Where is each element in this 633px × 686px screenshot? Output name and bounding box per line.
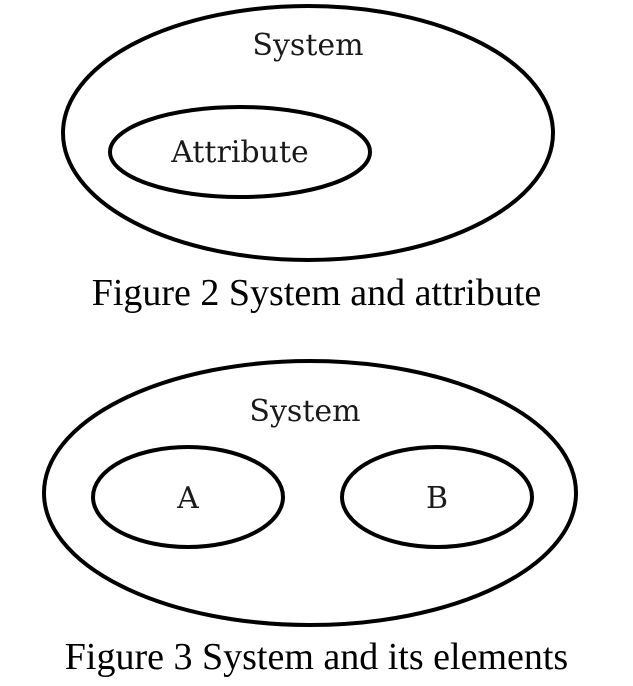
- figure-2-diagram: System Attribute: [61, 4, 555, 262]
- figure-3-caption: Figure 3 System and its elements: [64, 636, 569, 678]
- system-ellipse: [42, 359, 578, 627]
- element-a-label: A: [176, 481, 199, 516]
- element-b-label: B: [426, 481, 448, 516]
- attribute-ellipse: [108, 105, 372, 199]
- figure-2-caption: Figure 2 System and attribute: [91, 272, 542, 314]
- attribute-label: Attribute: [170, 135, 309, 170]
- figure-3-diagram: System A B: [42, 359, 578, 627]
- element-a-ellipse: [91, 445, 285, 549]
- system-label: System: [252, 28, 363, 63]
- system-label: System: [249, 394, 360, 429]
- system-ellipse: [61, 4, 555, 262]
- element-b-ellipse: [340, 445, 534, 549]
